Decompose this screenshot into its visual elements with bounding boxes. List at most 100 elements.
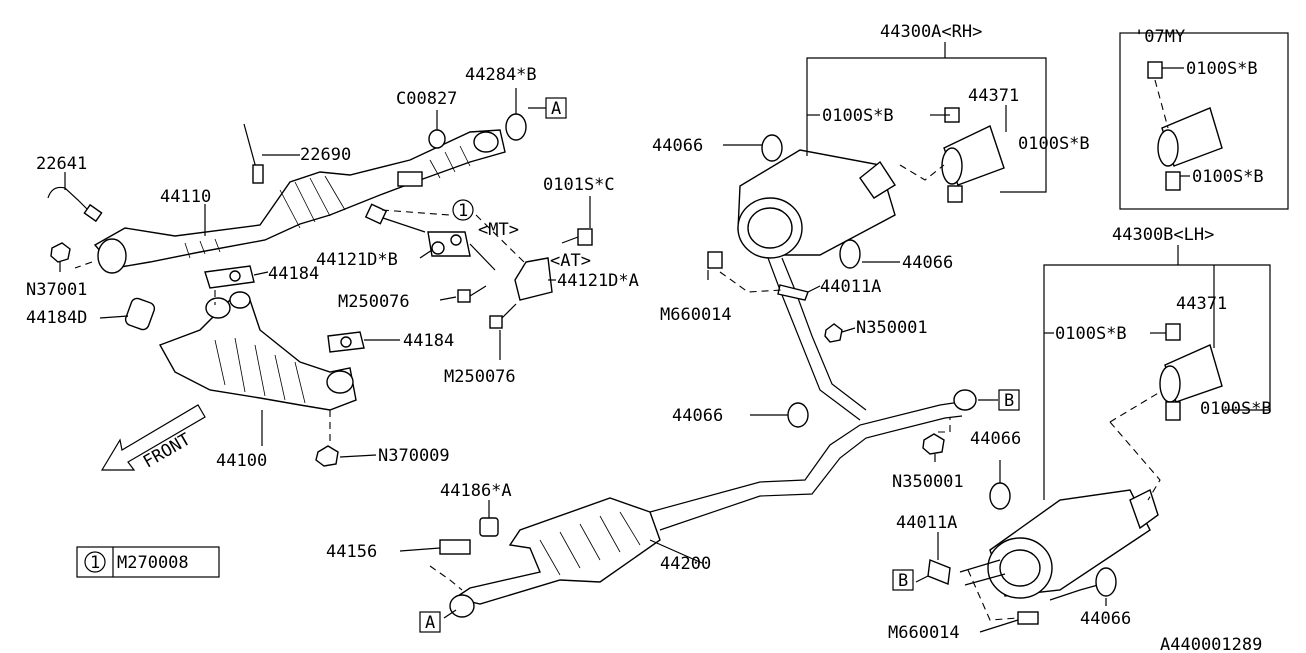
bolt-0100sb-07my-bottom[interactable] bbox=[1165, 171, 1181, 191]
ref-b-bottom-label: B bbox=[898, 571, 908, 591]
07my-dash-line bbox=[1154, 79, 1169, 129]
label-44066-c: 44066 bbox=[672, 406, 723, 426]
label-n37001: N37001 bbox=[26, 280, 87, 300]
label-mt: <MT> bbox=[478, 220, 519, 240]
label-44186a: 44186*A bbox=[440, 481, 512, 501]
leader-lines-center bbox=[399, 399, 998, 619]
oxygen-sensor-22690[interactable] bbox=[243, 123, 264, 184]
bracket-44121da[interactable] bbox=[514, 257, 553, 301]
bolt-0100sb-07my-top[interactable] bbox=[1147, 61, 1163, 79]
hanger-44066-c[interactable] bbox=[787, 402, 809, 428]
label-0100sb-07my-top: 0100S*B bbox=[1186, 59, 1258, 79]
callout-number-1: 1 bbox=[458, 201, 468, 221]
label-44100: 44100 bbox=[216, 451, 267, 471]
label-m660014-rh: M660014 bbox=[660, 305, 732, 325]
hanger-44066-d[interactable] bbox=[989, 482, 1011, 510]
label-22641: 22641 bbox=[36, 154, 87, 174]
label-c00827: C00827 bbox=[396, 89, 457, 109]
nut-c00827[interactable] bbox=[428, 129, 446, 149]
nut-n350001-a[interactable] bbox=[824, 323, 843, 343]
ref-box-a-bottom bbox=[419, 611, 441, 633]
gasket-44184d[interactable] bbox=[124, 297, 156, 332]
bolt-0100sb-lh-top[interactable] bbox=[1165, 323, 1181, 341]
legend-part-label: M270008 bbox=[117, 553, 189, 573]
muffler-cutter-44371-lh[interactable] bbox=[1159, 344, 1223, 403]
bolt-44186a[interactable] bbox=[479, 517, 499, 537]
hanger-44066-a[interactable] bbox=[761, 134, 783, 162]
gasket-44284b[interactable] bbox=[505, 113, 527, 141]
bolt-m660014-lh[interactable] bbox=[1017, 611, 1039, 625]
label-44066-b: 44066 bbox=[902, 253, 953, 273]
oxygen-sensor-22641[interactable] bbox=[47, 186, 103, 223]
label-n350001-b: N350001 bbox=[892, 472, 964, 492]
label-0101sc: 0101S*C bbox=[543, 175, 615, 195]
label-m250076-a: M250076 bbox=[338, 292, 410, 312]
ref-box-a-top bbox=[545, 97, 567, 119]
ref-a-top-label: A bbox=[551, 99, 561, 119]
exhaust-manifold-44100[interactable] bbox=[158, 291, 357, 411]
label-44066-d: 44066 bbox=[970, 429, 1021, 449]
diagram-id: A440001289 bbox=[1160, 635, 1262, 653]
bolt-mt[interactable] bbox=[364, 203, 426, 233]
leader-lines-left bbox=[59, 88, 591, 458]
label-44066-e: 44066 bbox=[1080, 609, 1131, 629]
callout-circle-1 bbox=[452, 199, 474, 221]
label-0100sb-lh-bottom: 0100S*B bbox=[1200, 399, 1272, 419]
nut-n350001-b[interactable] bbox=[922, 433, 945, 455]
muffler-cutter-44371-rh[interactable] bbox=[941, 125, 1005, 186]
label-44284b: 44284*B bbox=[465, 65, 537, 85]
label-22690: 22690 bbox=[300, 145, 351, 165]
label-44066-a: 44066 bbox=[652, 136, 703, 156]
label-0100sb-rh-2: 0100S*B bbox=[1018, 134, 1090, 154]
label-44011a-lh: 44011A bbox=[896, 513, 957, 533]
muffler-cutter-07my[interactable] bbox=[1157, 107, 1223, 167]
legend-number: 1 bbox=[90, 553, 100, 573]
label-44300b-lh: 44300B<LH> bbox=[1112, 225, 1214, 245]
front-label: FRONT bbox=[140, 430, 194, 473]
legend-circle bbox=[84, 551, 106, 573]
muffler-rh-44300a[interactable] bbox=[737, 149, 896, 421]
label-0100sb-07my-bottom: 0100S*B bbox=[1192, 167, 1264, 187]
ref-box-b-right bbox=[998, 389, 1020, 411]
center-pipe-44200[interactable] bbox=[449, 389, 977, 618]
gasket-44184-upper[interactable] bbox=[204, 265, 255, 289]
label-m250076-b: M250076 bbox=[444, 367, 516, 387]
label-07my: '07MY bbox=[1134, 27, 1185, 47]
label-44184-upper: 44184 bbox=[268, 264, 319, 284]
gasket-44184-lower[interactable] bbox=[327, 331, 365, 353]
label-at: <AT> bbox=[550, 251, 591, 271]
bolt-0101sc[interactable] bbox=[561, 228, 593, 246]
bolt-m250076-b[interactable] bbox=[489, 303, 517, 329]
front-exhaust-pipe-44110[interactable] bbox=[93, 129, 506, 274]
label-44121da: 44121D*A bbox=[557, 271, 639, 291]
label-44184d: 44184D bbox=[26, 308, 87, 328]
label-n350001-a: N350001 bbox=[856, 318, 928, 338]
label-44011a-rh: 44011A bbox=[820, 277, 881, 297]
label-m660014-lh: M660014 bbox=[888, 623, 960, 643]
bolt-m250076-a[interactable] bbox=[457, 285, 487, 303]
muffler-lh-44300b[interactable] bbox=[959, 489, 1159, 601]
ref-b-right-label: B bbox=[1004, 391, 1014, 411]
label-44121db: 44121D*B bbox=[316, 250, 398, 270]
stud-44156[interactable] bbox=[439, 539, 471, 555]
nut-n37001[interactable] bbox=[50, 242, 71, 263]
lh-group-bracket bbox=[915, 245, 1271, 633]
ref-a-bottom-label: A bbox=[425, 613, 435, 633]
hanger-44066-b[interactable] bbox=[839, 239, 861, 269]
label-44300a-rh: 44300A<RH> bbox=[880, 22, 982, 42]
label-44184-lower: 44184 bbox=[403, 331, 454, 351]
hanger-44066-e[interactable] bbox=[1095, 567, 1117, 597]
gasket-44011a-lh[interactable] bbox=[927, 559, 951, 585]
nut-n370009[interactable] bbox=[315, 445, 339, 467]
label-44371-lh: 44371 bbox=[1176, 294, 1227, 314]
bolt-m660014-rh[interactable] bbox=[707, 251, 723, 269]
label-44200: 44200 bbox=[660, 554, 711, 574]
gasket-44011a-rh[interactable] bbox=[777, 284, 809, 301]
label-44156: 44156 bbox=[326, 542, 377, 562]
bolt-0100sb-rh-bottom[interactable] bbox=[947, 185, 963, 203]
bracket-44121db[interactable] bbox=[427, 231, 496, 271]
bolt-0100sb-lh-bottom[interactable] bbox=[1165, 401, 1181, 421]
front-direction-arrow bbox=[100, 404, 206, 471]
label-44371-rh: 44371 bbox=[968, 86, 1019, 106]
